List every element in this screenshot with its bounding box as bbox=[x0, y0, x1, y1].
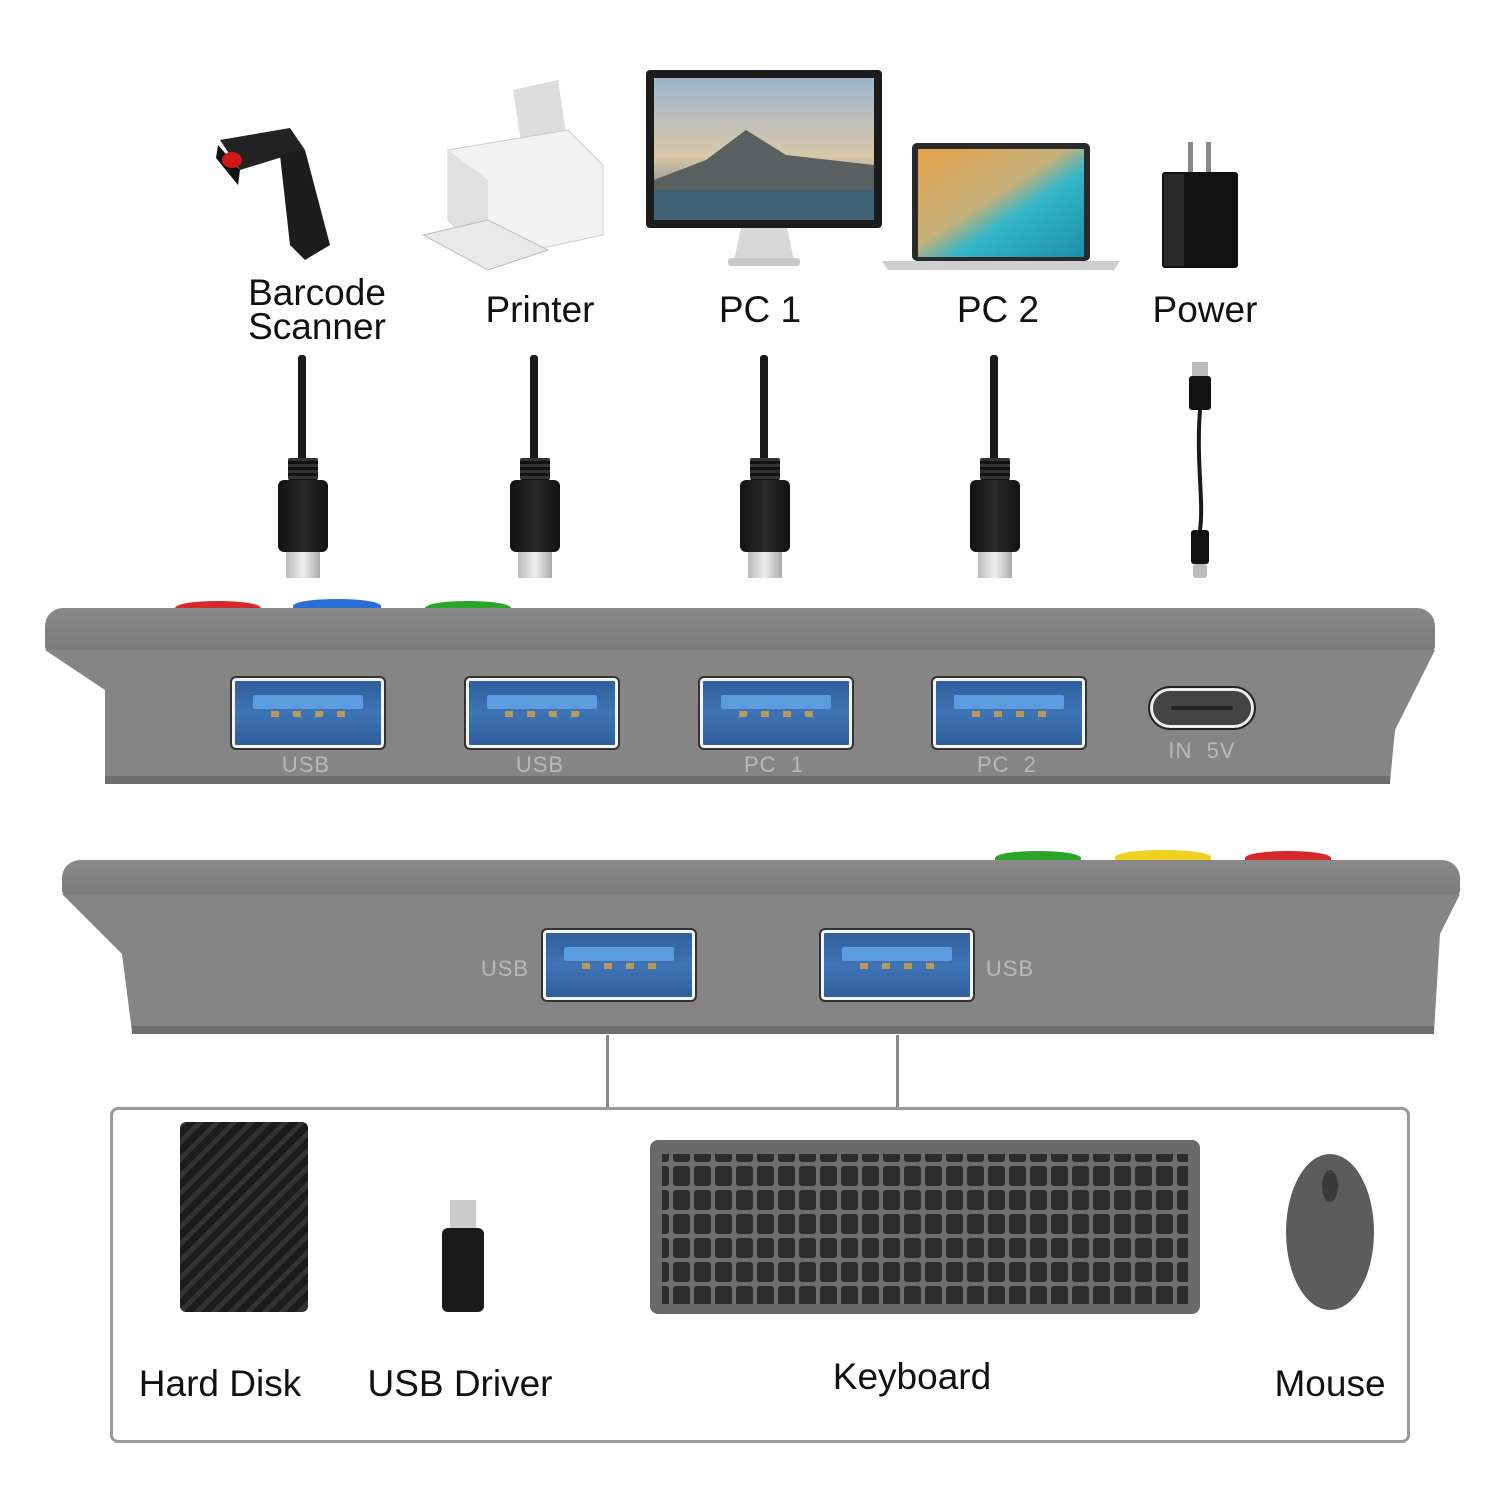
label-line-2: Scanner bbox=[248, 306, 386, 347]
label-keyboard: Keyboard bbox=[832, 1356, 992, 1397]
monitor-icon bbox=[646, 70, 882, 266]
label-pc1: PC 1 bbox=[718, 289, 802, 330]
laptop-icon bbox=[882, 143, 1120, 270]
label-hard-disk: Hard Disk bbox=[138, 1363, 302, 1404]
port-label: USB bbox=[985, 956, 1035, 981]
port-label: USB bbox=[480, 956, 530, 981]
usb-port-back-1[interactable] bbox=[541, 928, 697, 1002]
pc1-port[interactable] bbox=[698, 676, 854, 750]
port-label: PC 2 bbox=[976, 752, 1038, 777]
label-power: Power bbox=[1152, 289, 1258, 330]
usb-port-2[interactable] bbox=[464, 676, 620, 750]
hard-disk-icon bbox=[180, 1122, 308, 1312]
port-label: PC 1 bbox=[743, 752, 805, 777]
label-printer: Printer bbox=[485, 289, 595, 330]
connector-line bbox=[606, 1035, 609, 1107]
label-mouse: Mouse bbox=[1274, 1363, 1386, 1404]
usb-drive-icon bbox=[442, 1200, 484, 1312]
usb-c-power-port[interactable] bbox=[1148, 686, 1256, 730]
port-label: USB bbox=[281, 752, 331, 777]
usb-c-power-cable bbox=[1189, 362, 1211, 578]
label-usb-driver: USB Driver bbox=[367, 1363, 553, 1404]
label-barcode-scanner: Barcode Scanner bbox=[232, 272, 402, 347]
connector-line bbox=[896, 1035, 899, 1107]
power-port-label: IN 5V bbox=[1168, 738, 1236, 763]
usb-port-back-2[interactable] bbox=[819, 928, 975, 1002]
label-line-1: Barcode bbox=[248, 272, 386, 313]
barcode-scanner-icon bbox=[216, 128, 330, 260]
power-adapter-icon bbox=[1162, 142, 1238, 268]
printer-icon bbox=[421, 80, 604, 271]
mouse-icon bbox=[1286, 1154, 1374, 1310]
pc2-port[interactable] bbox=[931, 676, 1087, 750]
keyboard-icon bbox=[650, 1140, 1200, 1314]
port-label: USB bbox=[515, 752, 565, 777]
peripherals-box bbox=[110, 1107, 1410, 1443]
usb-port-1[interactable] bbox=[230, 676, 386, 750]
label-pc2: PC 2 bbox=[956, 289, 1040, 330]
